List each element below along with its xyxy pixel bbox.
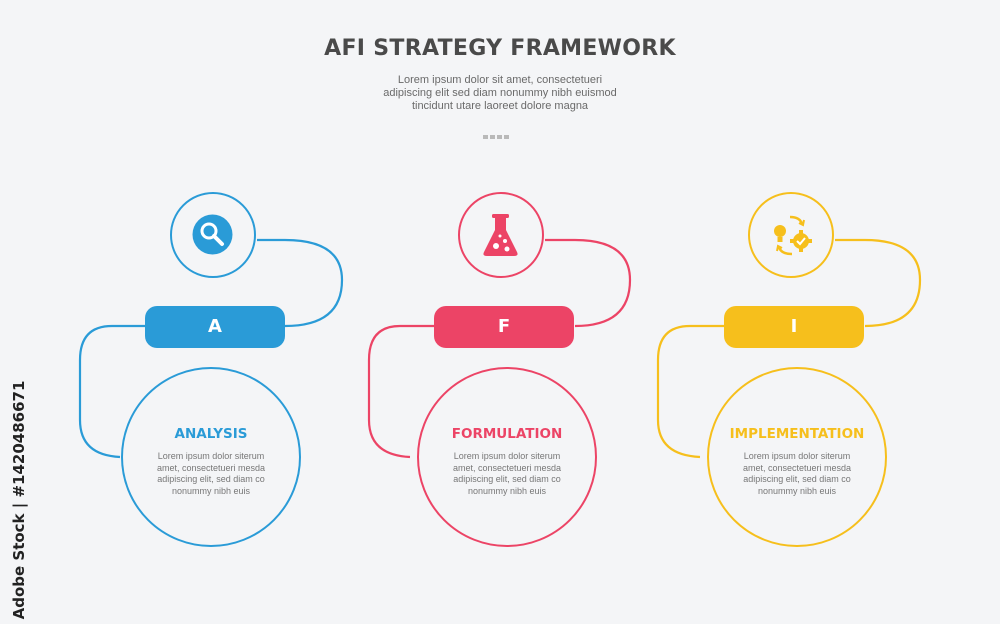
formulation-circle: FORMULATION Lorem ipsum dolor siterum am… bbox=[417, 367, 597, 547]
connector-a bbox=[78, 238, 344, 459]
step-description: Lorem ipsum dolor siterum amet, consecte… bbox=[717, 451, 877, 497]
idea-gear-cycle-icon bbox=[774, 215, 812, 256]
separator-dots bbox=[483, 124, 511, 143]
description-line: nonummy nibh euis bbox=[171, 485, 251, 496]
flask-icon bbox=[483, 214, 518, 256]
magnifier-icon bbox=[192, 214, 233, 255]
description-line: adipiscing elit, sed diam co bbox=[453, 474, 561, 484]
implementation-icon-circle bbox=[748, 192, 834, 278]
step-label: IMPLEMENTATION bbox=[729, 426, 865, 442]
description-line: adipiscing elit, sed diam co bbox=[743, 474, 851, 484]
stock-watermark: Adobe Stock | #1420486671 bbox=[4, 380, 34, 620]
description-line: Lorem ipsum dolor siterum bbox=[157, 451, 265, 461]
description-line: amet, consectetueri mesda bbox=[156, 462, 266, 473]
subtitle-line: Lorem ipsum dolor sit amet, consectetuer… bbox=[397, 74, 603, 86]
description-line: nonummy nibh euis bbox=[757, 485, 837, 496]
subtitle-line: adipiscing elit sed diam nonummy nibh eu… bbox=[383, 87, 617, 99]
step-label: ANALYSIS bbox=[174, 426, 248, 442]
formulation-icon-circle bbox=[458, 192, 544, 278]
analysis-icon-circle bbox=[170, 192, 256, 278]
implementation-circle: IMPLEMENTATION Lorem ipsum dolor siterum… bbox=[707, 367, 887, 547]
analysis-circle: ANALYSIS Lorem ipsum dolor siterum amet,… bbox=[121, 367, 301, 547]
step-label: FORMULATION bbox=[451, 426, 563, 442]
step-letter-pill: I bbox=[724, 306, 864, 348]
page-subtitle: Lorem ipsum dolor sit amet, consectetuer… bbox=[300, 74, 700, 113]
step-letter-pill: A bbox=[145, 306, 285, 348]
page-title: AFI STRATEGY FRAMEWORK bbox=[324, 36, 676, 61]
description-line: Lorem ipsum dolor siterum bbox=[743, 451, 851, 461]
subtitle-line: tincidunt utare laoreet dolore magna bbox=[411, 100, 589, 112]
step-description: Lorem ipsum dolor siterum amet, consecte… bbox=[131, 451, 291, 497]
watermark-text: Adobe Stock | #1420486671 bbox=[10, 380, 28, 620]
step-description: Lorem ipsum dolor siterum amet, consecte… bbox=[427, 451, 587, 497]
description-line: amet, consectetueri mesda bbox=[452, 462, 562, 473]
connector-f bbox=[367, 238, 632, 459]
description-line: nonummy nibh euis bbox=[467, 485, 547, 496]
description-line: adipiscing elit, sed diam co bbox=[157, 474, 265, 484]
step-letter-pill: F bbox=[434, 306, 574, 348]
description-line: amet, consectetueri mesda bbox=[742, 462, 852, 473]
connector-i bbox=[656, 238, 922, 459]
description-line: Lorem ipsum dolor siterum bbox=[453, 451, 561, 461]
